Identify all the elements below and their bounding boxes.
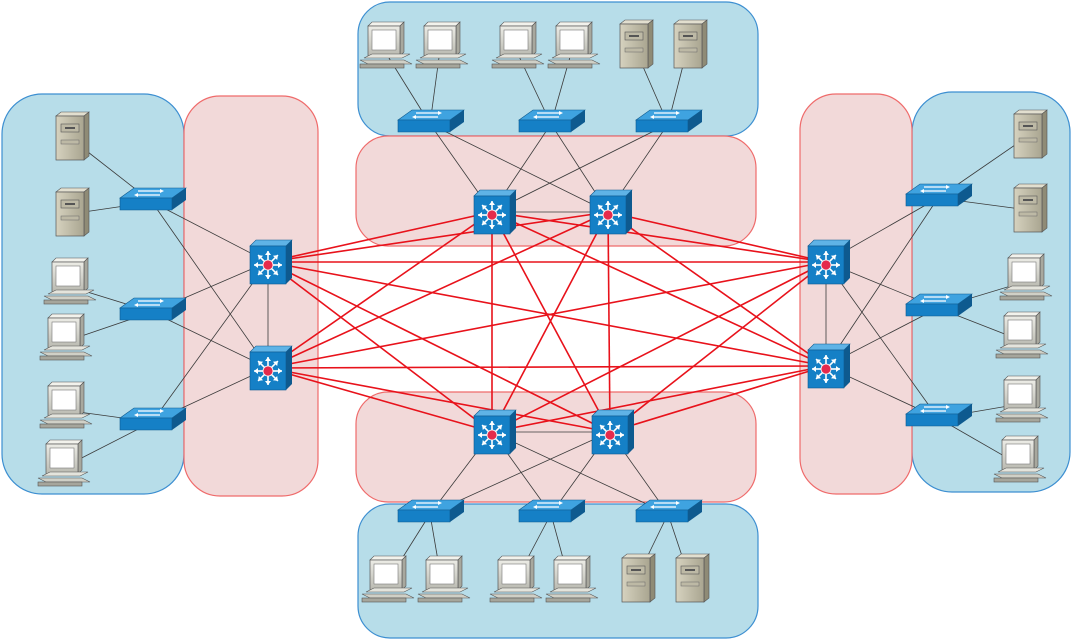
file-server-icon bbox=[1013, 109, 1048, 159]
file-server-icon bbox=[619, 19, 654, 69]
core-mesh-link bbox=[607, 211, 827, 367]
multilayer-switch-icon bbox=[473, 409, 517, 455]
workstation-icon bbox=[995, 375, 1049, 423]
core-mesh-link bbox=[491, 261, 827, 433]
workgroup-switch-icon bbox=[518, 499, 586, 523]
devices-layer bbox=[37, 19, 1053, 603]
workstation-icon bbox=[547, 21, 601, 69]
core-mesh-links bbox=[267, 211, 827, 433]
workstation-icon bbox=[39, 313, 93, 361]
workgroup-switch-icon bbox=[119, 297, 187, 321]
core-mesh-link bbox=[609, 365, 827, 433]
file-server-icon bbox=[55, 111, 90, 161]
core-mesh-link bbox=[607, 211, 827, 263]
multilayer-switch-icon bbox=[807, 239, 851, 285]
workstation-icon bbox=[415, 21, 469, 69]
network-link bbox=[825, 261, 939, 419]
core-mesh-link bbox=[267, 211, 493, 263]
workstation-icon bbox=[39, 381, 93, 429]
workstation-icon bbox=[545, 555, 599, 603]
workstation-icon bbox=[999, 253, 1053, 301]
core-mesh-link bbox=[491, 211, 827, 263]
multilayer-switch-icon bbox=[249, 345, 293, 391]
workgroup-switch-icon bbox=[905, 293, 973, 317]
multilayer-switch-icon bbox=[589, 189, 633, 235]
network-link bbox=[151, 311, 269, 369]
workstation-icon bbox=[995, 311, 1049, 359]
file-server-icon bbox=[675, 553, 710, 603]
workstation-icon bbox=[489, 555, 543, 603]
core-mesh-link bbox=[267, 261, 611, 433]
network-link bbox=[151, 201, 269, 369]
core-mesh-link bbox=[267, 367, 493, 433]
workgroup-switch-icon bbox=[397, 109, 465, 133]
core-zone-top bbox=[355, 135, 757, 247]
workstation-icon bbox=[417, 555, 471, 603]
core-mesh-link bbox=[491, 211, 609, 433]
network-link bbox=[151, 261, 269, 423]
core-mesh-link bbox=[607, 211, 611, 433]
core-mesh-link bbox=[267, 211, 493, 369]
workstation-icon bbox=[43, 257, 97, 305]
multilayer-switch-icon bbox=[591, 409, 635, 455]
core-mesh-link bbox=[491, 211, 827, 367]
workgroup-switch-icon bbox=[518, 109, 586, 133]
core-zone-bottom bbox=[355, 391, 757, 503]
core-mesh-link bbox=[491, 365, 827, 433]
core-mesh-link bbox=[609, 261, 827, 433]
core-mesh-link bbox=[267, 365, 827, 369]
core-mesh-link bbox=[267, 367, 611, 433]
workstation-icon bbox=[359, 21, 413, 69]
workstation-icon bbox=[37, 439, 91, 487]
file-server-icon bbox=[621, 553, 656, 603]
network-link bbox=[491, 431, 669, 515]
multilayer-switch-icon bbox=[249, 239, 293, 285]
workgroup-switch-icon bbox=[119, 187, 187, 211]
workstation-icon bbox=[361, 555, 415, 603]
workgroup-switch-icon bbox=[905, 403, 973, 427]
file-server-icon bbox=[673, 19, 708, 69]
file-server-icon bbox=[1013, 183, 1048, 233]
multilayer-switch-icon bbox=[473, 189, 517, 235]
workgroup-switch-icon bbox=[119, 407, 187, 431]
workgroup-switch-icon bbox=[635, 109, 703, 133]
workgroup-switch-icon bbox=[397, 499, 465, 523]
multilayer-switch-icon bbox=[807, 343, 851, 389]
file-server-icon bbox=[55, 187, 90, 237]
network-link bbox=[825, 197, 939, 367]
core-zone-left bbox=[183, 95, 319, 497]
workgroup-switch-icon bbox=[905, 183, 973, 207]
network-link bbox=[491, 123, 669, 213]
core-mesh-link bbox=[491, 211, 611, 433]
core-zone-right bbox=[799, 93, 913, 495]
network-link bbox=[151, 201, 269, 263]
workstation-icon bbox=[491, 21, 545, 69]
network-link bbox=[429, 123, 609, 213]
workstation-icon bbox=[993, 435, 1047, 483]
workgroup-switch-icon bbox=[635, 499, 703, 523]
core-mesh-link bbox=[267, 211, 609, 369]
